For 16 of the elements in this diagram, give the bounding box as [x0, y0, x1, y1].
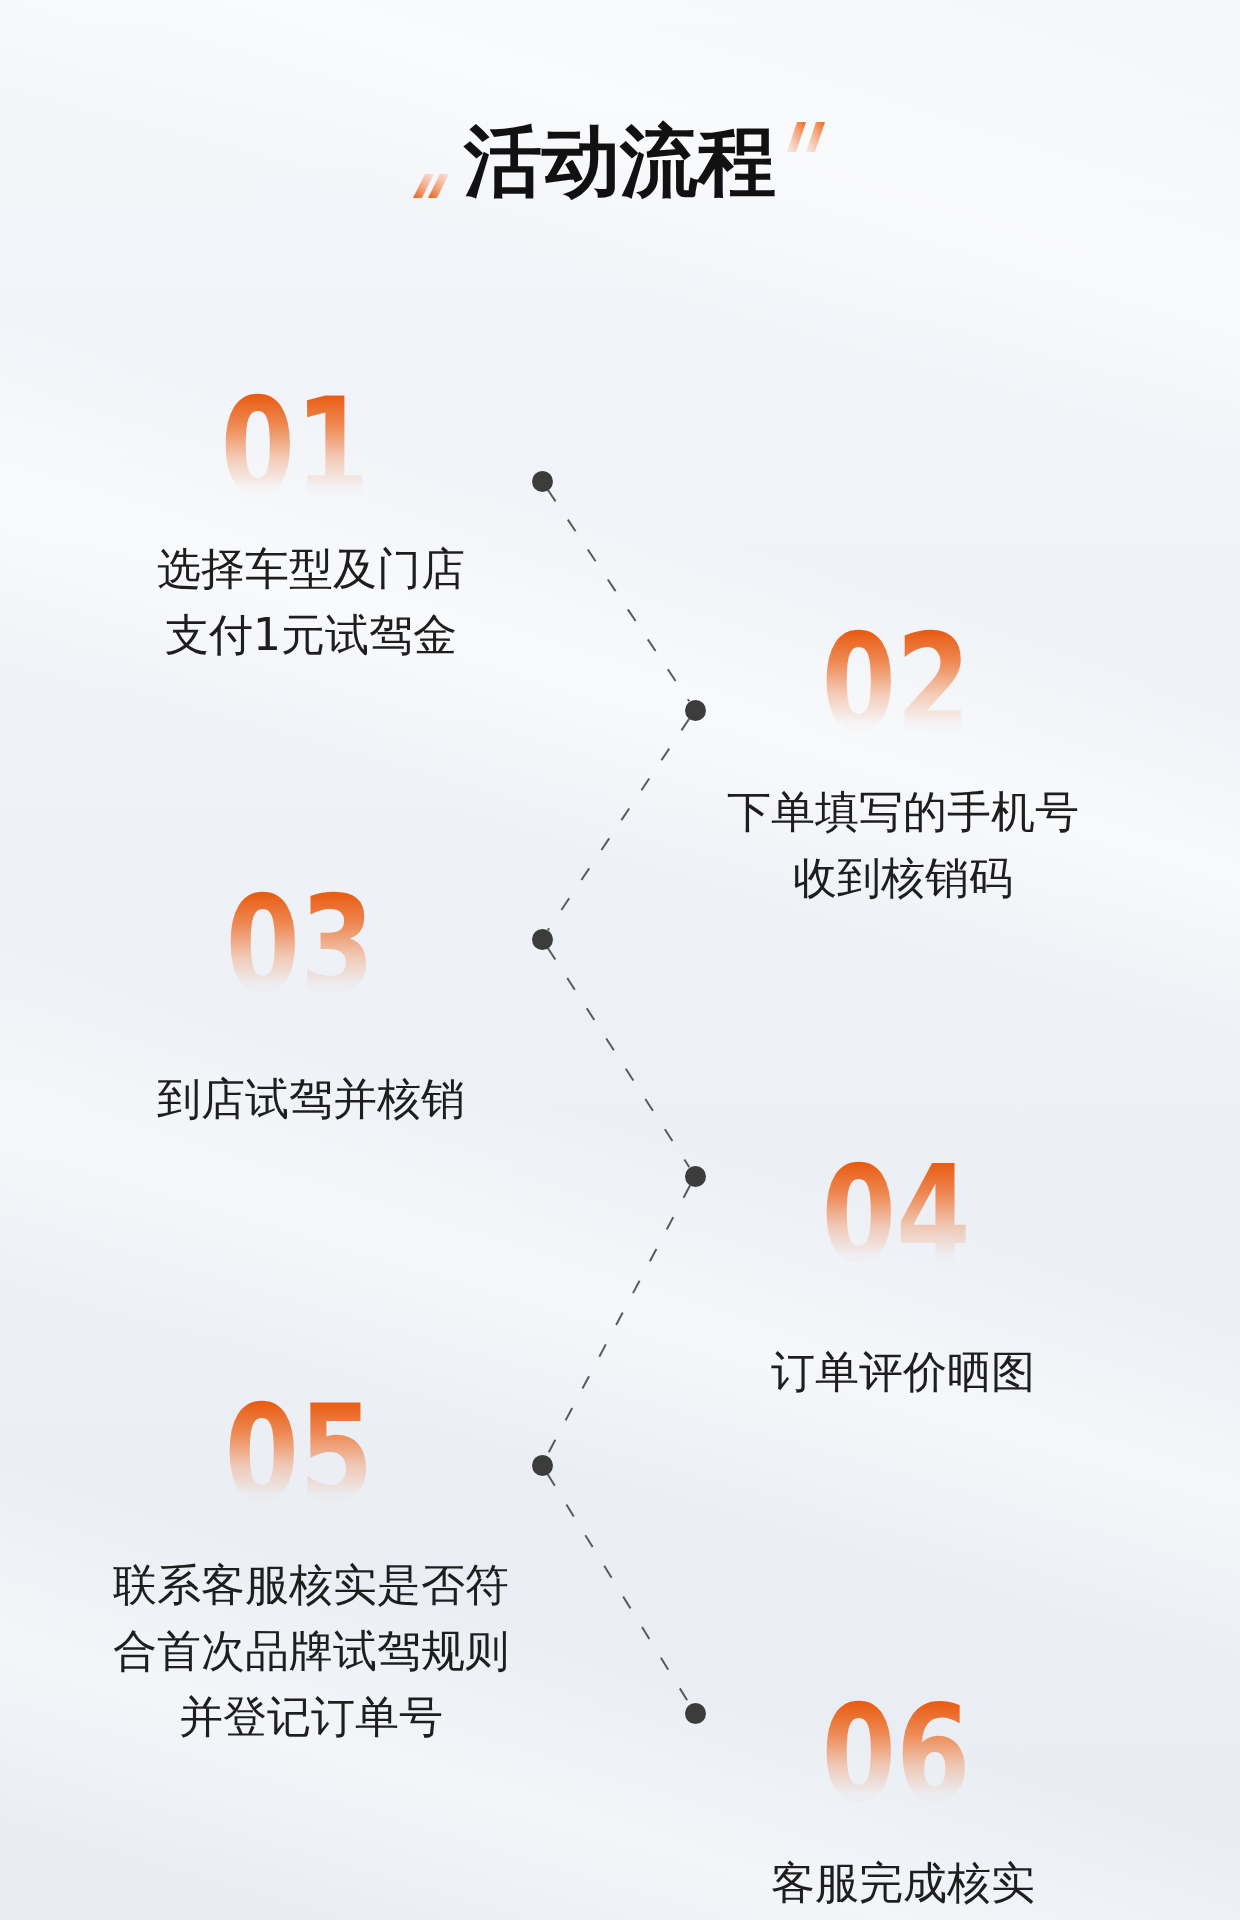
step-description: 到店试驾并核销	[157, 1072, 465, 1126]
title: 活动流程	[464, 115, 776, 208]
timeline-dot	[684, 1165, 706, 1187]
step-description: 订单评价晒图	[771, 1345, 1035, 1399]
dashed-connector	[546, 488, 691, 703]
timeline-dot	[531, 470, 553, 492]
timeline-dot	[531, 1454, 553, 1476]
step-description: 选择车型及门店支付1元试驾金	[156, 542, 466, 662]
timeline-dot	[531, 928, 553, 950]
step-description: 客服完成核实	[771, 1856, 1035, 1910]
dashed-connector	[546, 946, 691, 1169]
timeline-dot	[684, 1702, 706, 1724]
timeline-dot	[684, 699, 706, 721]
step-description: 下单填写的手机号收到核销码	[726, 785, 1080, 905]
step-description: 联系客服核实是否符合首次品牌试驾规则并登记订单号	[112, 1558, 510, 1744]
dashed-connector	[546, 717, 691, 932]
